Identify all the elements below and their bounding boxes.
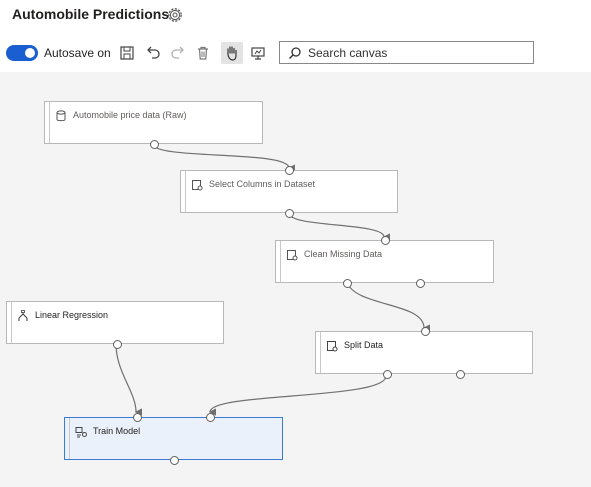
module-stripe bbox=[11, 302, 12, 343]
output-port-2[interactable] bbox=[456, 370, 465, 379]
toggle-knob bbox=[25, 48, 35, 58]
dataset-icon bbox=[56, 110, 66, 122]
module-stripe bbox=[185, 171, 186, 212]
input-port-learner[interactable] bbox=[133, 413, 142, 422]
train-icon bbox=[75, 427, 87, 438]
page-title: Automobile Predictions bbox=[12, 6, 170, 22]
module-label: Linear Regression bbox=[35, 310, 109, 320]
output-port[interactable] bbox=[150, 140, 159, 149]
delete-icon[interactable] bbox=[195, 45, 211, 61]
save-icon[interactable] bbox=[119, 45, 135, 61]
module-train-model[interactable]: Train Model bbox=[64, 413, 283, 465]
module-select-columns[interactable]: Select Columns in Dataset bbox=[180, 166, 398, 218]
pipeline-canvas[interactable]: Automobile price data (Raw) Select Colum… bbox=[0, 72, 591, 487]
undo-icon[interactable] bbox=[145, 45, 161, 61]
autosave-toggle[interactable] bbox=[6, 45, 38, 61]
module-linear-regression[interactable]: Linear Regression bbox=[6, 301, 224, 349]
module-label: Split Data bbox=[344, 340, 384, 350]
module-clean-missing-data[interactable]: Clean Missing Data bbox=[275, 236, 494, 288]
connection-layer bbox=[115, 143, 431, 416]
screen-icon[interactable] bbox=[250, 45, 266, 61]
connection-split-to-train bbox=[208, 375, 387, 416]
pan-hand-button[interactable] bbox=[221, 42, 243, 64]
module-icon bbox=[327, 341, 338, 352]
redo-icon[interactable] bbox=[170, 45, 186, 61]
connection-automobile-to-select bbox=[152, 143, 296, 172]
connection-clean-to-split bbox=[346, 281, 431, 332]
output-port[interactable] bbox=[285, 209, 294, 218]
module-stripe bbox=[49, 102, 50, 143]
input-port[interactable] bbox=[381, 236, 390, 245]
output-port[interactable] bbox=[343, 279, 352, 288]
module-stripe bbox=[69, 418, 70, 459]
algorithm-icon bbox=[18, 310, 28, 321]
module-split-data[interactable]: Split Data bbox=[315, 327, 533, 379]
module-label: Automobile price data (Raw) bbox=[73, 110, 187, 120]
search-box[interactable]: Search canvas bbox=[279, 41, 534, 64]
connection-linreg-to-train bbox=[115, 343, 143, 416]
toolbar: Autosave on Search canvas bbox=[0, 36, 591, 70]
pan-hand-icon bbox=[227, 46, 237, 61]
output-port[interactable] bbox=[383, 370, 392, 379]
module-stripe bbox=[280, 241, 281, 282]
output-port[interactable] bbox=[170, 456, 179, 465]
connection-select-to-clean bbox=[288, 212, 391, 241]
input-port[interactable] bbox=[285, 166, 294, 175]
module-icon bbox=[287, 250, 298, 261]
output-port[interactable] bbox=[113, 340, 122, 349]
module-stripe bbox=[320, 332, 321, 373]
module-label: Select Columns in Dataset bbox=[209, 179, 316, 189]
input-port-dataset[interactable] bbox=[206, 413, 215, 422]
module-label: Clean Missing Data bbox=[304, 249, 383, 259]
header: Automobile Predictions bbox=[0, 0, 591, 32]
output-port-2[interactable] bbox=[416, 279, 425, 288]
search-icon bbox=[289, 47, 301, 59]
input-port[interactable] bbox=[421, 327, 430, 336]
autosave-label: Autosave on bbox=[44, 46, 111, 60]
module-icon bbox=[192, 180, 203, 191]
module-label: Train Model bbox=[93, 426, 141, 436]
search-input[interactable]: Search canvas bbox=[308, 46, 388, 60]
module-automobile-price-data[interactable]: Automobile price data (Raw) bbox=[44, 101, 263, 149]
gear-icon[interactable] bbox=[166, 6, 184, 24]
